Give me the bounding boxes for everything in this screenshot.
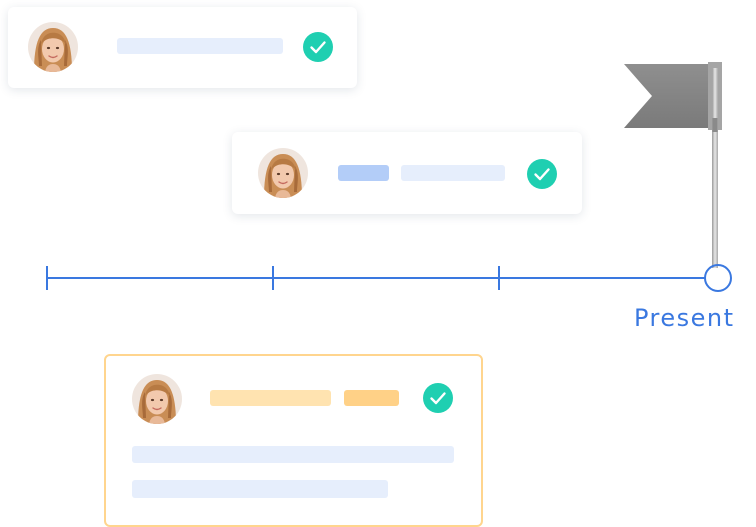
activity-card-2[interactable]: [232, 132, 582, 214]
text-placeholder: [132, 480, 388, 498]
activity-card-3[interactable]: [104, 354, 483, 527]
present-label: Present: [634, 304, 735, 332]
tag-placeholder: [344, 390, 399, 406]
check-circle-icon: [303, 32, 333, 62]
avatar: [132, 374, 182, 424]
check-circle-icon: [423, 383, 453, 413]
text-placeholder: [210, 390, 331, 406]
tag-placeholder: [338, 165, 389, 181]
activity-card-1[interactable]: [8, 7, 357, 88]
flag-icon: [624, 62, 722, 268]
text-placeholder: [117, 38, 283, 54]
text-placeholder: [132, 446, 454, 463]
check-circle-icon: [527, 159, 557, 189]
text-placeholder: [401, 165, 505, 181]
